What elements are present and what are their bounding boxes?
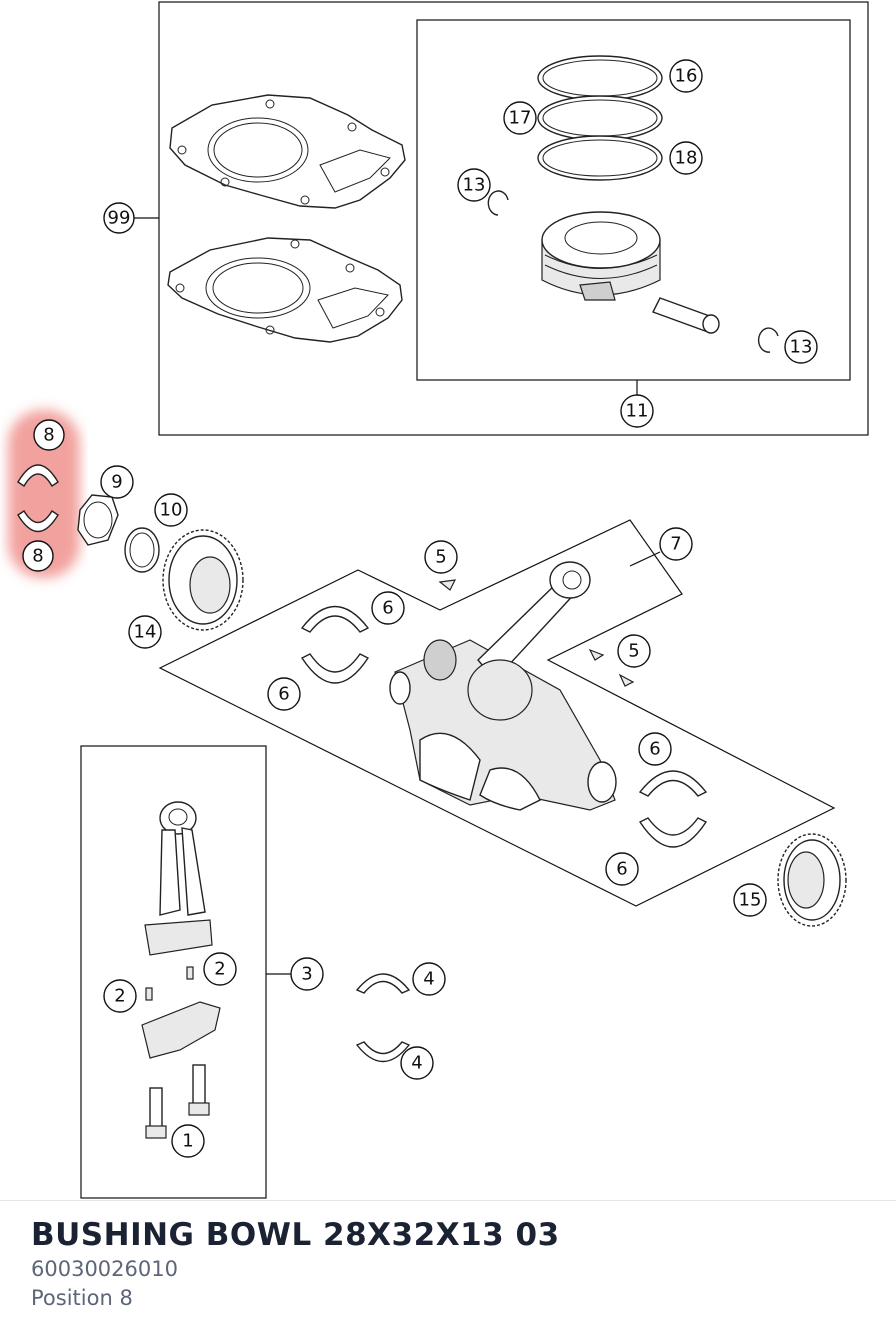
piston-ring-17[interactable] (537, 95, 663, 141)
svg-text:2: 2 (114, 986, 125, 1007)
callout-6-a[interactable]: 6 (371, 591, 405, 625)
crankshaft[interactable] (389, 639, 617, 811)
connecting-rod-box (80, 745, 267, 1199)
callout-8-lower[interactable]: 8 (22, 540, 54, 572)
svg-text:9: 9 (111, 472, 122, 493)
svg-text:16: 16 (675, 66, 698, 87)
svg-text:13: 13 (463, 175, 486, 196)
callout-13-left[interactable]: 13 (457, 168, 491, 202)
callout-14[interactable]: 14 (128, 615, 162, 649)
part-number: 60030026010 (31, 1257, 178, 1281)
svg-text:6: 6 (649, 739, 660, 760)
balancer-drive-gear[interactable] (777, 833, 847, 927)
crankshaft-assembly-box (158, 519, 836, 907)
bushing-bowl-upper[interactable] (17, 464, 59, 487)
selected-part-highlight[interactable] (8, 410, 80, 578)
piston-ring-16[interactable] (537, 55, 663, 101)
connecting-rod-installed[interactable] (467, 561, 591, 721)
svg-text:13: 13 (790, 337, 813, 358)
gasket-set-box (158, 1, 869, 436)
piston-ring-18[interactable] (537, 135, 663, 181)
callout-99[interactable]: 99 (103, 202, 135, 234)
callout-6-b[interactable]: 6 (267, 677, 301, 711)
callout-13-right[interactable]: 13 (784, 330, 818, 364)
svg-text:17: 17 (509, 108, 532, 129)
dowel-pin-right[interactable] (186, 966, 194, 980)
callout-2-right[interactable]: 2 (203, 952, 237, 986)
callout-8-upper[interactable]: 8 (33, 419, 65, 451)
callout-5-right[interactable]: 5 (617, 634, 651, 668)
callout-4-lower[interactable]: 4 (400, 1046, 434, 1080)
connecting-rod[interactable] (144, 801, 213, 956)
crankshaft-gear[interactable] (162, 529, 244, 631)
woodruff-key-right-1[interactable] (588, 648, 605, 661)
callout-16[interactable]: 16 (669, 59, 703, 93)
callout-15[interactable]: 15 (733, 883, 767, 917)
svg-text:5: 5 (435, 547, 446, 568)
callout-3[interactable]: 3 (290, 957, 324, 991)
svg-text:2: 2 (214, 959, 225, 980)
svg-text:11: 11 (626, 401, 649, 422)
washer[interactable] (124, 527, 160, 573)
conrod-bearing-shell-lower[interactable] (355, 1041, 411, 1062)
callout-9[interactable]: 9 (100, 465, 134, 499)
main-bearing-shell-2[interactable] (300, 653, 370, 684)
dowel-pin-left[interactable] (145, 987, 153, 1001)
callout-6-c[interactable]: 6 (638, 732, 672, 766)
svg-text:18: 18 (675, 148, 698, 169)
svg-text:8: 8 (43, 425, 54, 446)
svg-text:7: 7 (670, 534, 681, 555)
svg-text:5: 5 (628, 641, 639, 662)
callout-18[interactable]: 18 (669, 141, 703, 175)
callout-11[interactable]: 11 (620, 394, 654, 428)
svg-text:15: 15 (739, 890, 762, 911)
hex-nut[interactable] (77, 494, 119, 546)
callout-10[interactable]: 10 (154, 493, 188, 527)
svg-text:10: 10 (160, 500, 183, 521)
main-bearing-shell-3[interactable] (638, 770, 708, 797)
woodruff-key-right-2[interactable] (618, 673, 635, 687)
cylinder-base-gasket-lower[interactable] (167, 237, 403, 343)
callout-2-left[interactable]: 2 (103, 979, 137, 1013)
part-name: BUSHING BOWL 28X32X13 03 (31, 1217, 560, 1253)
svg-text:4: 4 (423, 969, 434, 990)
piston[interactable] (541, 211, 661, 301)
piston-pin-circlip-right[interactable] (757, 327, 779, 353)
callout-4-upper[interactable]: 4 (412, 962, 446, 996)
piston-kit-box (416, 19, 851, 381)
connecting-rod-cap[interactable] (141, 1001, 221, 1059)
bushing-bowl-lower[interactable] (17, 510, 59, 532)
svg-text:6: 6 (616, 859, 627, 880)
main-bearing-shell-4[interactable] (638, 817, 708, 848)
svg-text:8: 8 (32, 546, 43, 567)
callout-5-upper[interactable]: 5 (424, 540, 458, 574)
leader-lines (134, 217, 661, 975)
piston-pin[interactable] (652, 297, 720, 334)
part-position: Position 8 (31, 1286, 133, 1310)
callout-6-d[interactable]: 6 (605, 852, 639, 886)
exploded-parts-diagram: 99 16 17 18 13 13 11 8 8 9 10 14 5 7 6 6… (8, 1, 869, 1199)
main-bearing-shell-1[interactable] (300, 605, 370, 633)
svg-text:3: 3 (301, 964, 312, 985)
woodruff-key-upper[interactable] (438, 579, 457, 591)
callout-1[interactable]: 1 (171, 1124, 205, 1158)
svg-text:4: 4 (411, 1053, 422, 1074)
conrod-bearing-shell-upper[interactable] (355, 973, 411, 994)
svg-text:6: 6 (278, 684, 289, 705)
callout-17[interactable]: 17 (503, 101, 537, 135)
svg-text:14: 14 (134, 622, 157, 643)
svg-text:99: 99 (108, 208, 131, 229)
conrod-bolt-2[interactable] (188, 1064, 210, 1116)
svg-text:1: 1 (182, 1131, 193, 1152)
part-info-panel: BUSHING BOWL 28X32X13 03 60030026010 Pos… (0, 1200, 896, 1336)
svg-text:6: 6 (382, 598, 393, 619)
cylinder-head-gasket-upper[interactable] (169, 94, 406, 209)
conrod-bolt-1[interactable] (145, 1087, 167, 1139)
piston-pin-circlip-left[interactable] (487, 190, 509, 216)
callout-7[interactable]: 7 (659, 527, 693, 561)
